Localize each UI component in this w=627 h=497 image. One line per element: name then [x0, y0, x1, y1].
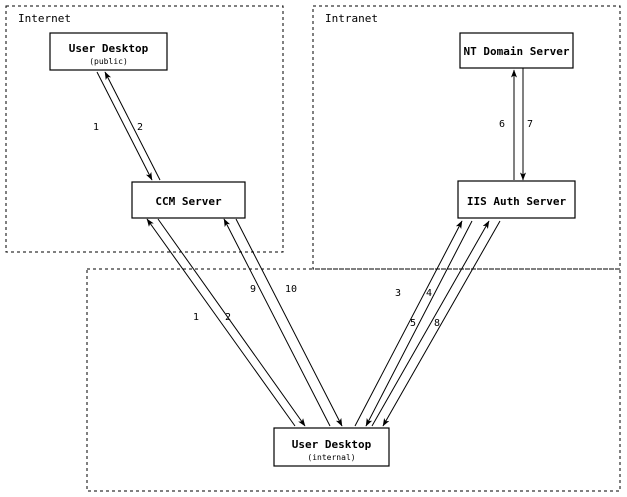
zone-boundary-internet — [5, 5, 284, 253]
node-box-ccm-server[interactable] — [131, 181, 246, 219]
node-box-user-desktop-internal[interactable] — [273, 427, 390, 467]
edge-label-7: 7 — [527, 119, 533, 130]
edge-label-2-public: 2 — [137, 122, 143, 133]
node-box-iis-auth-server[interactable] — [457, 180, 576, 219]
edge-label-6: 6 — [499, 119, 505, 130]
node-box-nt-domain-server[interactable] — [459, 32, 574, 69]
node-subtitle-user-desktop-public: (public) — [89, 57, 128, 66]
flow-line-2-ccm-to-public — [104, 71, 161, 181]
edge-label-2-internal: 2 — [225, 312, 231, 323]
flow-line-10-ccm-to-internal — [235, 218, 343, 427]
edge-label-8: 8 — [434, 318, 440, 329]
node-user-desktop-internal[interactable]: User Desktop (internal) — [273, 427, 390, 467]
node-title-ccm-server: CCM Server — [155, 195, 222, 208]
edge-label-4: 4 — [426, 288, 432, 299]
node-title-iis-auth-server: IIS Auth Server — [467, 195, 567, 208]
flow-line-1-public-to-ccm — [96, 71, 153, 181]
node-title-user-desktop-public: User Desktop — [69, 42, 149, 55]
flow-line-5-internal-to-iis — [371, 220, 490, 427]
zone-label-intranet: Intranet — [325, 12, 378, 25]
zone-boundary-intranet — [312, 5, 621, 270]
edge-label-1-internal: 1 — [193, 312, 199, 323]
flow-line-1-internal-to-ccm — [146, 218, 296, 427]
flow-line-4-iis-to-internal — [365, 220, 473, 427]
zone-boundary-internal-lan — [86, 268, 621, 492]
node-user-desktop-public[interactable]: User Desktop (public) — [49, 32, 168, 71]
flow-line-9-internal-to-ccm — [223, 218, 331, 427]
zone-label-internet: Internet — [18, 12, 71, 25]
flow-line-8-iis-to-internal — [382, 220, 501, 427]
edge-label-5: 5 — [410, 318, 416, 329]
flow-line-2-ccm-to-internal — [157, 218, 306, 427]
edge-label-3: 3 — [395, 288, 401, 299]
node-title-nt-domain-server: NT Domain Server — [464, 45, 570, 58]
edge-label-1-public: 1 — [93, 122, 99, 133]
edge-label-10: 10 — [285, 284, 297, 295]
node-title-user-desktop-internal: User Desktop — [292, 438, 372, 451]
node-ccm-server[interactable]: CCM Server — [131, 181, 246, 219]
edge-label-9: 9 — [250, 284, 256, 295]
node-subtitle-user-desktop-internal: (internal) — [307, 453, 355, 462]
node-iis-auth-server[interactable]: IIS Auth Server — [457, 180, 576, 219]
node-box-user-desktop-public[interactable] — [49, 32, 168, 71]
flow-line-3-internal-to-iis — [354, 220, 463, 427]
node-nt-domain-server[interactable]: NT Domain Server — [459, 32, 574, 69]
